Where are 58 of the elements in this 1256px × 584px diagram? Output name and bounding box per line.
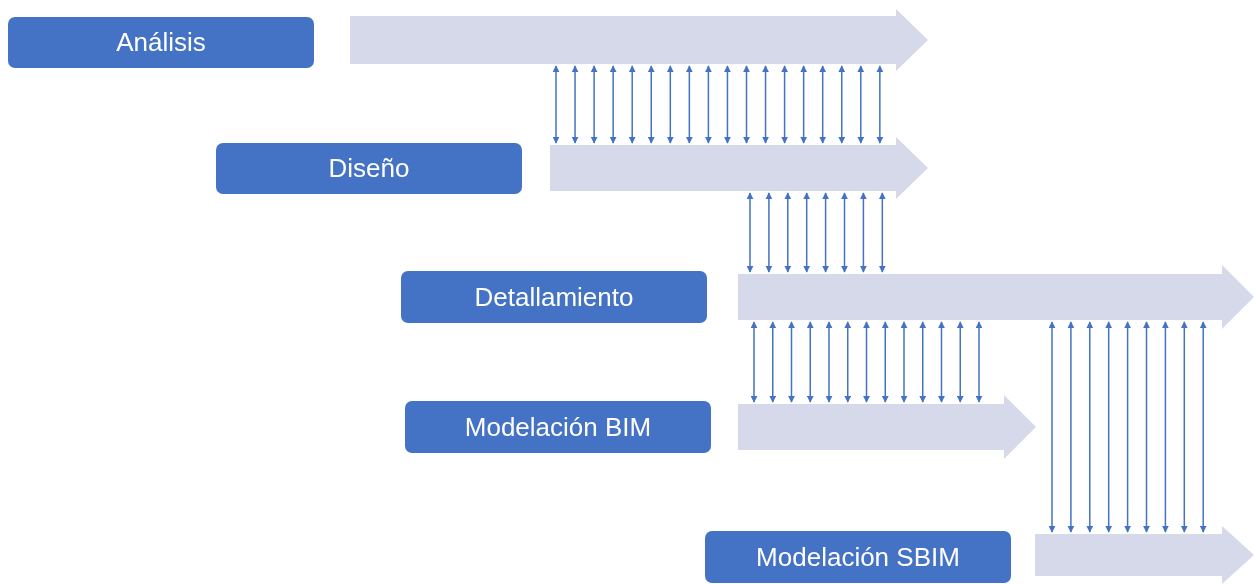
double-arrow bbox=[825, 321, 833, 403]
double-arrow bbox=[956, 321, 964, 403]
double-arrow bbox=[746, 192, 754, 273]
phase-box bbox=[216, 143, 522, 194]
double-arrow bbox=[803, 192, 811, 273]
double-arrow bbox=[800, 65, 808, 144]
double-arrow bbox=[552, 65, 560, 144]
phase-label: Análisis bbox=[116, 27, 206, 58]
double-arrow bbox=[1124, 321, 1132, 533]
double-arrow bbox=[743, 65, 750, 144]
double-arrow bbox=[647, 65, 655, 144]
phase-label: Modelación BIM bbox=[464, 411, 652, 443]
phase-label: Modelación SBIM bbox=[756, 541, 960, 573]
double-arrow bbox=[857, 65, 865, 144]
double-arrow bbox=[841, 192, 848, 273]
double-arrow bbox=[1048, 321, 1056, 533]
double-arrow bbox=[900, 321, 908, 403]
double-arrow bbox=[609, 65, 617, 144]
double-arrow bbox=[571, 65, 579, 144]
double-arrow bbox=[1180, 321, 1188, 533]
double-arrow bbox=[704, 65, 712, 144]
double-arrow bbox=[822, 192, 830, 273]
double-arrow bbox=[1086, 321, 1094, 533]
double-arrow bbox=[975, 321, 983, 403]
double-arrow bbox=[881, 321, 889, 403]
double-arrow bbox=[788, 321, 795, 403]
double-arrow bbox=[876, 65, 884, 144]
double-arrow bbox=[781, 65, 789, 144]
double-arrow bbox=[1105, 321, 1113, 533]
double-arrow bbox=[919, 321, 927, 403]
phase-box bbox=[705, 531, 1011, 583]
double-arrow bbox=[666, 65, 674, 144]
double-arrow bbox=[878, 192, 886, 273]
double-arrow bbox=[819, 65, 827, 144]
double-arrow bbox=[762, 65, 770, 144]
double-arrow bbox=[844, 321, 852, 403]
double-arrow bbox=[863, 321, 870, 403]
double-arrow bbox=[590, 65, 598, 144]
double-arrow bbox=[1067, 321, 1075, 533]
double-arrow bbox=[1161, 321, 1169, 533]
phase-label: Detallamiento bbox=[474, 281, 634, 313]
double-arrow bbox=[628, 65, 636, 144]
phase-box bbox=[405, 401, 711, 453]
double-arrow bbox=[838, 65, 846, 144]
double-arrow bbox=[685, 65, 693, 144]
double-arrow bbox=[859, 192, 867, 273]
phase-box bbox=[401, 271, 707, 323]
double-arrow bbox=[765, 192, 773, 273]
double-arrow bbox=[806, 321, 814, 403]
double-arrow bbox=[1199, 321, 1207, 533]
double-arrow bbox=[938, 321, 945, 403]
phase-box bbox=[8, 17, 314, 68]
double-arrow bbox=[723, 65, 731, 144]
double-arrow bbox=[769, 321, 777, 403]
double-arrow bbox=[750, 321, 758, 403]
phase-label: Diseño bbox=[328, 153, 410, 184]
double-arrow bbox=[784, 192, 792, 273]
double-arrow bbox=[1143, 321, 1150, 533]
